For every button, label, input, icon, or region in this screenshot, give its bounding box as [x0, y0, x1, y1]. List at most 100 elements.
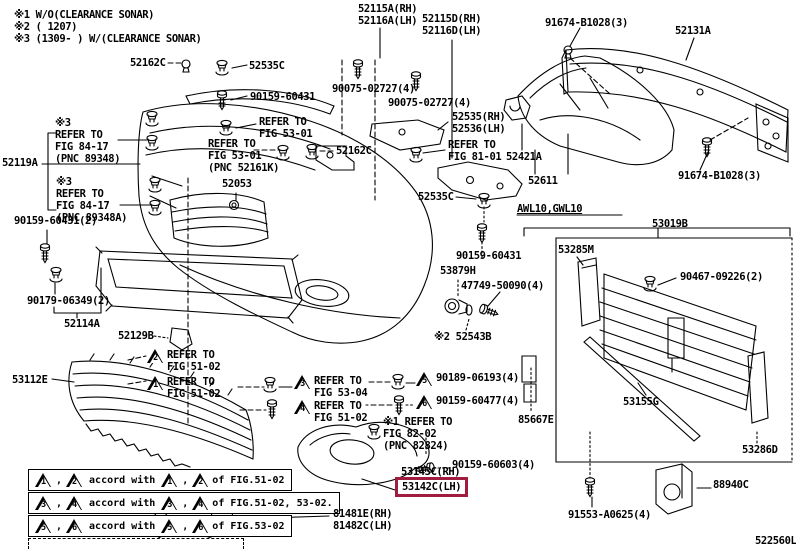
warning-triangle-icon: 2 — [66, 473, 83, 487]
label-text: 90467-09226(2) — [680, 271, 763, 283]
part-label-52114a: 52114A — [64, 318, 100, 330]
warning-triangle-icon: 5 — [416, 372, 433, 386]
label-text: REFER TO FIG 51-02 — [167, 376, 221, 400]
label-text: 52535C — [249, 60, 285, 72]
legend-text: accord with — [89, 474, 156, 486]
label-text: 52535C — [418, 191, 454, 203]
part-label-52543b: ※2 52543B — [434, 331, 492, 343]
label-text: 52162C — [336, 145, 372, 157]
label-text: 52162C — [130, 57, 166, 69]
legend-text: of FIG.51-02, 53-02. — [212, 497, 333, 509]
warning-triangle-icon: 5 — [35, 519, 52, 533]
part-label-53112e: 53112E — [12, 374, 48, 386]
label-text: 47749-50090(4) — [461, 280, 544, 292]
part-label-52119a: 52119A — [2, 157, 38, 169]
refer-note: ※3 REFER TO FIG 84-17 (PNC 89348A) — [56, 176, 127, 224]
dashed-lines — [127, 57, 749, 426]
dotted-lines — [153, 206, 758, 479]
part-label-47749-50090: 47749-50090(4) — [461, 280, 544, 292]
label-text: 53019B — [652, 218, 688, 230]
fog-lamp-bezel — [297, 421, 430, 486]
legend-text: of FIG.53-02 — [212, 520, 285, 532]
part-label-52421a: 52421A — [506, 151, 542, 163]
label-text: 53285M — [558, 244, 594, 256]
legend-text: of FIG.51-02 — [212, 474, 285, 486]
label-text: 52053 — [222, 178, 252, 190]
separator: , — [56, 497, 63, 509]
part-label-53286d: 53286D — [742, 444, 778, 456]
separator: , — [182, 497, 189, 509]
part-label-52053: 52053 — [222, 178, 252, 190]
part-label-52115d: 52115D(RH) 52116D(LH) — [422, 13, 482, 37]
label-text: 52611 — [528, 175, 558, 187]
separator: , — [56, 474, 63, 486]
label-text: 90159-60477(4) — [436, 395, 519, 407]
bumper-piece-52129b — [169, 327, 193, 351]
legend-text: accord with — [89, 497, 156, 509]
label-text: 90075-02727(4) — [332, 83, 415, 95]
label-text: 90159-60431 — [250, 91, 316, 103]
label-text: 91674-B1028(3) — [545, 17, 628, 29]
label-text: 52129B — [118, 330, 154, 342]
part-label-90179-06349: 90179-06349(2) — [27, 295, 110, 307]
label-text: 53286D — [742, 444, 778, 456]
warning-triangle-icon: 2 — [192, 473, 209, 487]
separator: , — [182, 520, 189, 532]
part-label-53142c-lh-highlighted: 53142C(LH) — [395, 477, 469, 497]
label-text: 53879H — [440, 265, 476, 277]
warning-triangle-icon: 6 — [66, 519, 83, 533]
part-label-91674-b1028-1: 91674-B1028(3) — [545, 17, 628, 29]
part-label-81481e: 81481E(RH) 81482C(LH) — [333, 508, 393, 532]
diagram-code: 522560L — [755, 535, 796, 547]
license-plate-bracket — [95, 246, 303, 324]
warning-triangle-icon: 1 — [147, 376, 164, 390]
label-text: ※1 W/O(CLEARANCE SONAR) — [14, 9, 155, 21]
bracket-88940c — [655, 463, 693, 515]
part-label-85667e: 85667E — [518, 414, 554, 426]
refer-note: ※1 REFER TO FIG 82-02 (PNC 82824) — [383, 416, 452, 452]
bumper-reinforcement-52131a — [561, 47, 789, 163]
label-text: 53143C(RH) — [401, 466, 461, 478]
label-text: 90159-60431 — [456, 250, 522, 262]
label-text: 90159-60431(2) — [14, 215, 97, 227]
part-label-53155g: 53155G — [623, 396, 659, 408]
label-text: REFER TO FIG 53-01 (PNC 52161K) — [208, 138, 280, 174]
front-bumper-cover — [137, 89, 433, 344]
part-label-90075-02727-1: 90075-02727(4) — [332, 83, 415, 95]
part-label-88940c: 88940C — [713, 479, 749, 491]
label-text: ※3 REFER TO FIG 84-17 (PNC 89348A) — [56, 176, 128, 224]
label-text: 52115D(RH) 52116D(LH) — [422, 13, 482, 37]
warning-triangle-icon: 2 — [147, 349, 164, 363]
label-text: 52535(RH) 52536(LH) — [452, 111, 506, 135]
part-label-90159-60431-3: 90159-60431 — [456, 250, 522, 262]
separator: , — [182, 474, 189, 486]
energy-absorber-52611 — [517, 55, 675, 166]
label-text: 52114A — [64, 318, 100, 330]
part-label-52535c-2: 52535C — [418, 191, 454, 203]
warning-triangle-icon: 3 — [294, 375, 311, 389]
warning-triangle-icon: 6 — [192, 519, 209, 533]
part-label-53019b: 53019B — [652, 218, 688, 230]
label-text: 81481E(RH) 81482C(LH) — [333, 508, 393, 532]
label-text: 90179-06349(2) — [27, 295, 110, 307]
lower-grille — [68, 353, 254, 468]
part-label-90159-60431-1: 90159-60431 — [250, 91, 316, 103]
label-text: 52119A — [2, 157, 38, 169]
label-text: REFER TO FIG 51-02 — [167, 349, 221, 373]
legend-text: accord with — [89, 520, 156, 532]
note-3: ※3 (1309- ) W/(CLEARANCE SONAR) — [14, 33, 202, 45]
refer-note: REFER TO FIG 81-01 — [448, 139, 502, 163]
radiator-shutter-assembly — [521, 227, 793, 463]
label-text: 90075-02727(4) — [388, 97, 471, 109]
legend-row-3: 5, 6 accord with 5, 6 of FIG.53-02 — [28, 515, 292, 537]
part-label-53879h: 53879H — [440, 265, 476, 277]
label-text: 52115A(RH) 52116A(LH) — [358, 3, 418, 27]
bracket-52115d — [437, 161, 523, 201]
label-text: 53112E — [12, 374, 48, 386]
label-text: REFER TO FIG 53-01 — [259, 116, 313, 140]
